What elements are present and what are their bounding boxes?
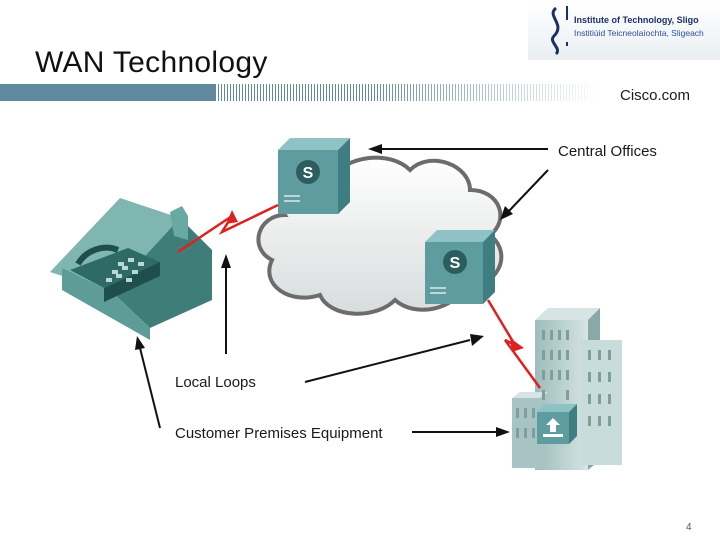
- label-cpe: Customer Premises Equipment: [175, 425, 383, 442]
- sligo-logo-icon: [551, 6, 568, 56]
- arrow-to-local-loop-building: [304, 334, 484, 383]
- telephone-icon: [70, 244, 160, 302]
- label-local-loops: Local Loops: [175, 374, 256, 391]
- router-icon: [537, 404, 577, 444]
- arrow-to-cpe-telephone: [135, 336, 161, 429]
- house-icon: [50, 198, 212, 340]
- switch-glyph: S: [303, 165, 314, 182]
- arrow-to-central-office-1: [368, 144, 548, 154]
- header-band-fade: [215, 84, 600, 101]
- header-band: [0, 84, 720, 101]
- cisco-brand: Cisco.com: [620, 87, 691, 104]
- arrow-to-central-office-2: [500, 169, 549, 220]
- lightning-link-icon: [486, 299, 542, 389]
- central-office-switch-icon: S: [425, 230, 495, 304]
- header-band-solid: [0, 84, 230, 101]
- switch-glyph: S: [450, 255, 461, 272]
- office-building-icon: [512, 308, 622, 470]
- arrow-to-cpe-router: [412, 427, 510, 437]
- institution-logo: [528, 2, 720, 60]
- central-office-switch-icon: S: [278, 138, 350, 214]
- page-title: WAN Technology: [35, 46, 268, 79]
- arrow-to-local-loop-house: [221, 254, 231, 354]
- label-central-offices: Central Offices: [558, 143, 657, 160]
- lightning-link-icon: [177, 203, 279, 254]
- page-number: 4: [686, 522, 692, 533]
- institution-name-english: Institute of Technology, Sligo: [574, 15, 699, 25]
- institution-name-irish: Institiúid Teicneolaíochta, Sligeach: [574, 28, 704, 38]
